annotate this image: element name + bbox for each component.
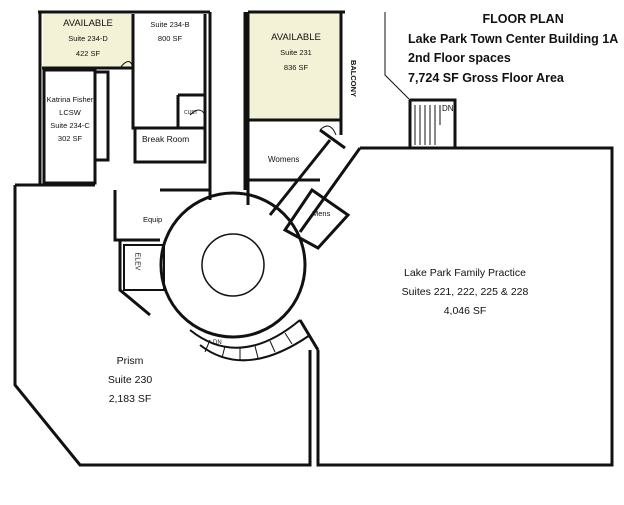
tenant-credential: LCSW: [59, 108, 81, 117]
status-badge: AVAILABLE: [63, 18, 113, 29]
elev-label: ELEV: [133, 252, 141, 271]
suite-name: Lake Park Family Practice: [404, 267, 526, 279]
suite-name: Suite 230: [107, 374, 153, 386]
wall-womens: [246, 120, 346, 205]
wall-234c: [42, 68, 110, 185]
family-practice-label: Lake Park Family Practice Suites 221, 22…: [380, 264, 550, 321]
suite-234b-label: Suite 234-B 800 SF: [140, 18, 200, 46]
mens-label: Mens: [312, 209, 331, 218]
door-swings: [119, 61, 337, 136]
suite-area: 800 SF: [157, 34, 183, 43]
suite-234d-label: AVAILABLE Suite 234-D 422 SF: [50, 16, 126, 61]
suite-area: 302 SF: [57, 134, 83, 143]
suite-area: 836 SF: [283, 63, 309, 72]
suite-231-label: AVAILABLE Suite 231 836 SF: [258, 30, 334, 75]
wall-stair: [408, 98, 457, 148]
suite-name: Suite 234-D: [68, 34, 108, 43]
suite-numbers: Suites 221, 222, 225 & 228: [401, 286, 529, 298]
cust-label: CUST: [184, 110, 198, 116]
rotunda-center: [201, 233, 265, 297]
stair-treads: [414, 105, 441, 145]
plan-heading: FLOOR PLAN: [482, 12, 564, 26]
curved-stair-treads: [204, 332, 293, 360]
tenant-name: Katrina Fisher: [46, 95, 94, 104]
elevator: [123, 244, 165, 291]
stair-dn-label: DN: [442, 104, 454, 113]
suite-name: Suite 234-B: [150, 20, 190, 29]
curved-stair-dn-label: DN: [213, 340, 222, 346]
wall-234b: [131, 14, 207, 130]
suite-234d-fill: [43, 14, 133, 68]
suite-area: 422 SF: [75, 49, 101, 58]
equip-label: Equip: [143, 215, 163, 224]
floor-label: 2nd Floor spaces: [408, 51, 511, 65]
suite-area: 2,183 SF: [108, 393, 152, 405]
curved-stair: [189, 319, 311, 362]
suite-231-fill: [249, 13, 341, 120]
prism-label: Prism Suite 230 2,183 SF: [95, 352, 165, 409]
wall-corridor: [208, 12, 247, 200]
balcony-label: BALCONY: [349, 59, 359, 98]
status-badge: AVAILABLE: [271, 32, 321, 43]
wall-diagonal-corridor: [268, 139, 362, 233]
gross-area: 7,724 SF Gross Floor Area: [408, 70, 564, 85]
wall-break-room: [133, 128, 207, 164]
building-name: Lake Park Town Center Building 1A: [408, 31, 619, 46]
womens-label: Womens: [268, 155, 300, 164]
suite-area: 4,046 SF: [443, 305, 487, 317]
suite-234c-label: Katrina Fisher LCSW Suite 234-C 302 SF: [44, 93, 96, 145]
tenant-name: Prism: [116, 355, 144, 367]
rotunda: [159, 191, 307, 339]
wall-left-wing: [38, 12, 135, 185]
wall-prism: [13, 183, 312, 467]
plan-title-block: FLOOR PLAN Lake Park Town Center Buildin…: [408, 10, 618, 88]
break-room-label: Break Room: [142, 134, 190, 144]
suite-name: Suite 231: [280, 48, 312, 57]
balcony-edge: [384, 12, 411, 101]
wall-mens: [282, 187, 351, 250]
suite-name: Suite 234-C: [50, 121, 90, 130]
